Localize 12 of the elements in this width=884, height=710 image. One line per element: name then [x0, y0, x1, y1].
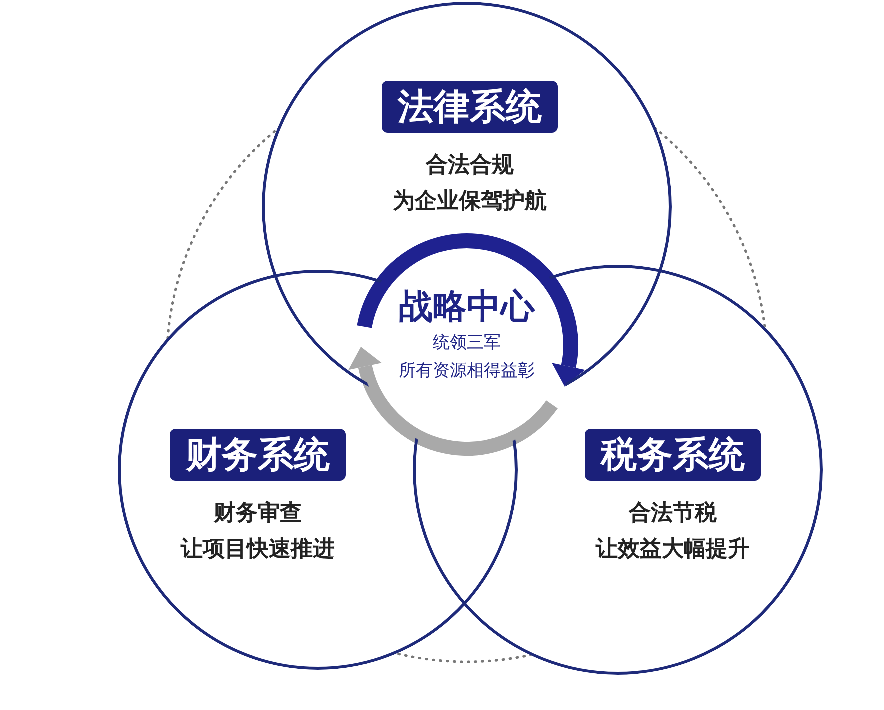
- center-title: 战略中心: [399, 287, 535, 328]
- description-text: 财务审查: [214, 499, 302, 527]
- description-text: 合法合规: [426, 151, 514, 179]
- description-text: 为企业保驾护航: [393, 187, 547, 215]
- system-title: 税务系统: [585, 429, 761, 481]
- description-text: 让效益大幅提升: [596, 535, 750, 563]
- description-text: 所有资源相得益彰: [399, 360, 535, 382]
- description-text: 合法节税: [629, 499, 717, 527]
- system-title: 财务系统: [170, 429, 346, 481]
- description-text: 让项目快速推进: [181, 535, 335, 563]
- system-title: 法律系统: [382, 81, 558, 133]
- description-text: 统领三军: [433, 332, 501, 354]
